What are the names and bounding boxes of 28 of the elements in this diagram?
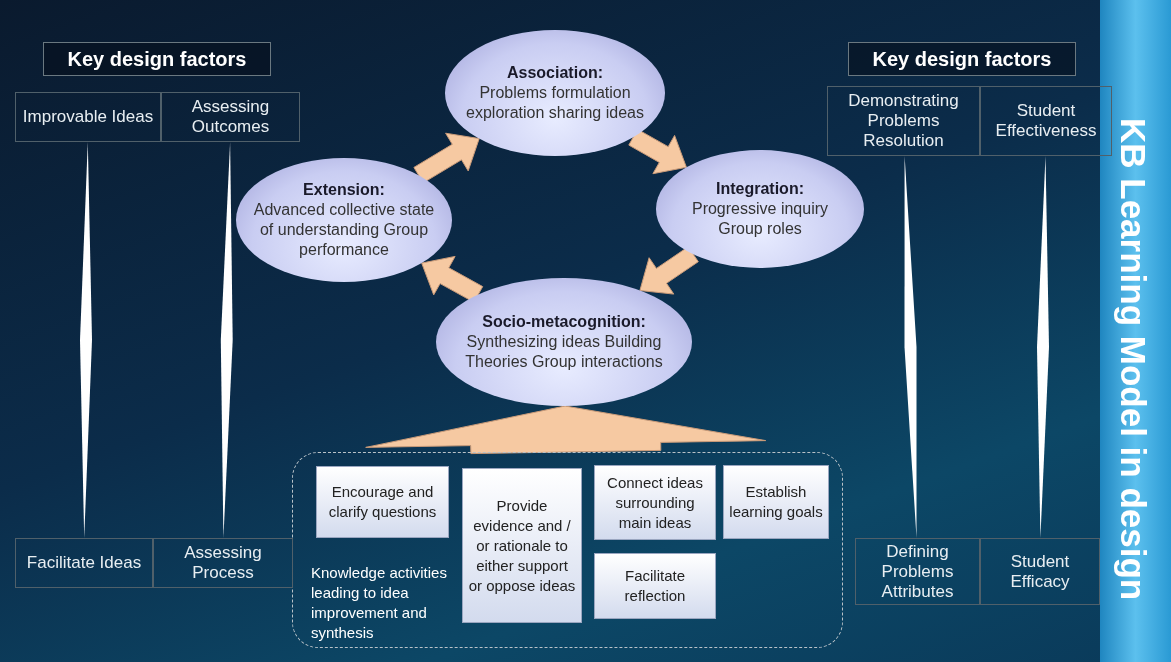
activity-box: Connect ideas surrounding main ideas	[594, 465, 716, 540]
factor-cell: Student Effectiveness	[980, 86, 1112, 156]
stage-description: Advanced collective state of understanding Group performance	[252, 200, 436, 260]
activity-box: Facilitate reflection	[594, 553, 716, 619]
factor-cell: Defining Problems Attributes	[855, 538, 980, 605]
activities-group	[292, 452, 843, 648]
factor-cell: Improvable Ideas	[15, 92, 161, 142]
activity-box: Provide evidence and / or rationale to either support or oppose ideas	[462, 468, 582, 623]
heading-box: Key design factors	[43, 42, 271, 76]
spindle-connector	[1037, 156, 1049, 538]
factor-cell: Assessing Outcomes	[161, 92, 300, 142]
title: KB Learning Model in design	[1113, 118, 1154, 601]
activity-box: Establish learning goals	[723, 465, 829, 539]
stage-description: Synthesizing ideas Building Theories Group interactions	[464, 332, 664, 372]
factor-cell: Student Efficacy	[980, 538, 1100, 605]
stage-title: Extension:	[303, 180, 385, 200]
stage-title: Association:	[507, 63, 603, 83]
stage-title: Socio-metacognition:	[482, 312, 646, 332]
stage-title: Integration:	[716, 179, 804, 199]
factor-cell: Demonstrating Problems Resolution	[827, 86, 980, 156]
factor-cell: Facilitate Ideas	[15, 538, 153, 588]
activity-box: Encourage and clarify questions	[316, 466, 449, 538]
group-caption: Knowledge activities leading to idea improvement and synthesis	[311, 563, 448, 643]
stage-description: Progressive inquiry Group roles	[690, 199, 830, 239]
stage-description: Problems formulation exploration sharing ideas	[465, 83, 645, 123]
factor-cell: Assessing Process	[153, 538, 293, 588]
heading-box: Key design factors	[848, 42, 1076, 76]
arrow	[365, 405, 767, 455]
